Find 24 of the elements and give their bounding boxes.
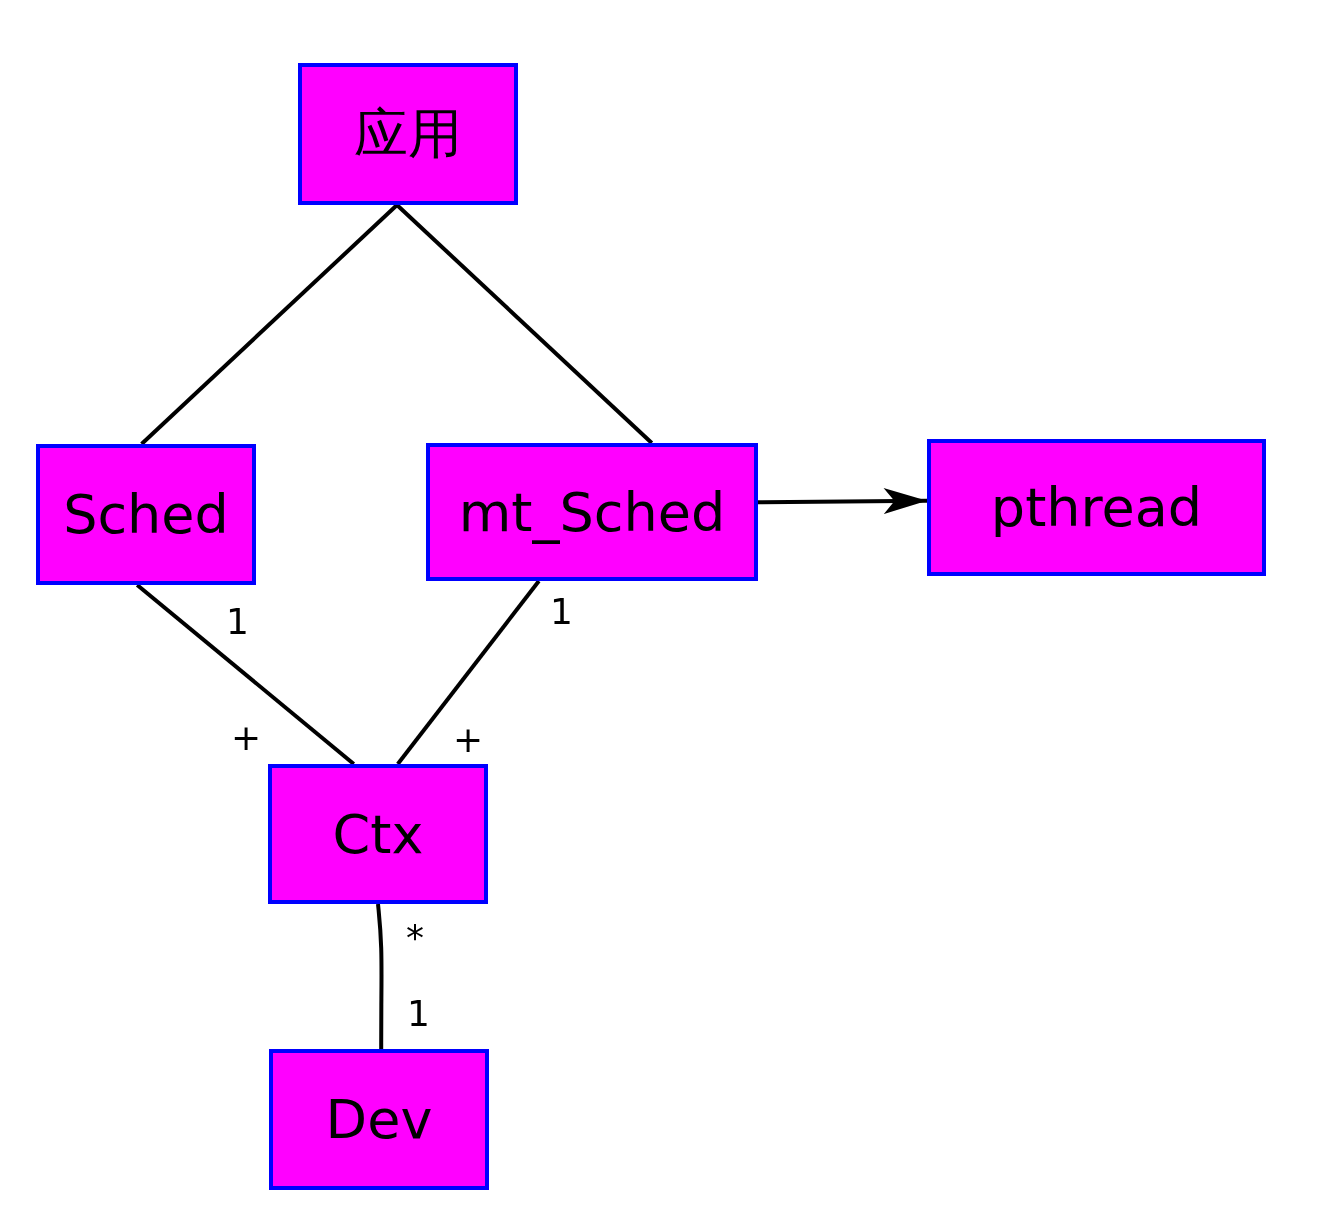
arrow [757, 488, 928, 515]
class-box [298, 63, 518, 205]
node-label: Dev [325, 1088, 433, 1151]
node-label: 应用 [354, 100, 462, 167]
node-label: Ctx [332, 802, 424, 866]
connector-line [140, 203, 399, 446]
class-box [269, 1049, 489, 1190]
class-box [927, 439, 1266, 576]
connector-line [376, 903, 384, 1049]
class-box [268, 764, 488, 904]
node-label: Sched [63, 483, 229, 546]
multiplicity-label: 1 [550, 594, 573, 630]
class-box [36, 444, 256, 585]
multiplicity-label: * [406, 920, 424, 956]
node-label: mt_Sched [458, 480, 726, 544]
multiplicity-label: + [231, 720, 262, 756]
multiplicity-label: 1 [226, 604, 249, 640]
node-label: pthread [990, 476, 1203, 539]
connector-line [135, 583, 356, 766]
class-box [426, 443, 758, 581]
multiplicity-label: 1 [407, 996, 430, 1032]
multiplicity-label: + [453, 722, 484, 758]
connector-line [395, 203, 654, 445]
connector-line [396, 579, 541, 766]
